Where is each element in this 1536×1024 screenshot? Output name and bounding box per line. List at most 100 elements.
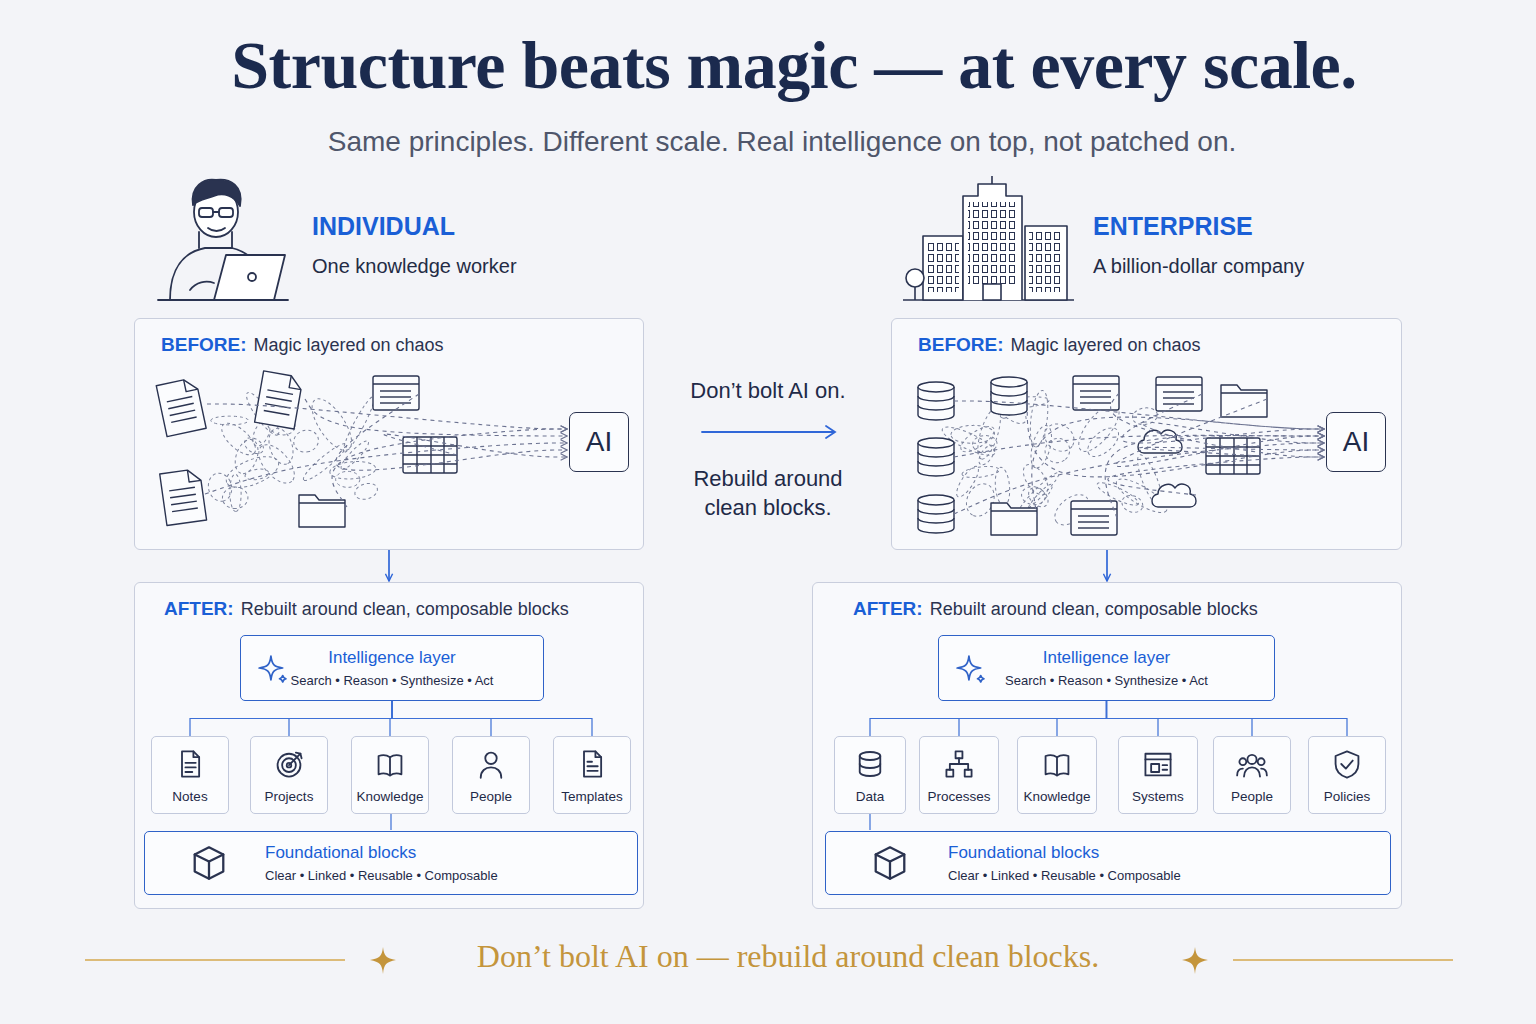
template-icon-part-part <box>587 765 597 767</box>
tree-connector <box>392 701 592 736</box>
source-icons-part-part <box>170 410 195 415</box>
chaos-scribble-part <box>340 394 378 454</box>
source-icons-part-part <box>1233 438 1234 474</box>
db-icon-part-part <box>860 764 881 768</box>
chaos-scribble-part <box>291 427 321 455</box>
block-label: People <box>470 789 512 804</box>
book-icon-part-part <box>379 755 402 775</box>
cube-icon <box>189 843 229 883</box>
source-icons-part-part <box>403 437 457 473</box>
source-icons-part-part <box>1219 438 1220 474</box>
source-icons-part <box>160 468 207 525</box>
chaos-scribble-part <box>957 422 998 457</box>
block-label: Knowledge <box>357 789 424 804</box>
cube-icon-part <box>195 847 224 878</box>
building-illustration-part <box>1025 226 1067 300</box>
sparkle-icon-part-part <box>259 656 283 680</box>
source-icons-part-part <box>264 411 290 416</box>
source-icons-part-part <box>403 454 457 455</box>
source-icons-part-part <box>380 390 411 391</box>
source-icons-part-part <box>1206 464 1260 465</box>
person-icon <box>475 748 507 780</box>
note-icon <box>174 748 206 780</box>
db-icon-part <box>860 752 881 776</box>
middle-note: Rebuild around clean blocks. <box>688 464 848 522</box>
source-icons-part-part <box>169 487 195 491</box>
block-label: Knowledge <box>1024 789 1091 804</box>
chaos-scribble-part <box>211 416 249 425</box>
block-label-row: Systems <box>1119 789 1197 804</box>
source-icons-part-part <box>172 508 198 512</box>
source-icons-part-part <box>1071 508 1117 509</box>
process-icon-part <box>946 751 971 776</box>
chaos-scribble-part <box>1040 418 1080 456</box>
sparkle-icon <box>955 653 985 683</box>
chaos-scribble-part <box>1040 434 1074 468</box>
person-illustration-part <box>193 180 241 206</box>
layer-qualities: Clear • Linked • Reusable • Composable <box>265 868 637 883</box>
stage-description: Magic layered on chaos <box>1011 335 1201 356</box>
diagram-title: Structure beats magic — at every scale. <box>0 26 1536 105</box>
source-icons-part <box>1156 377 1202 411</box>
tree-connector <box>390 701 392 736</box>
chaos-scribble-part <box>336 471 360 487</box>
sparkle-icon-part-part <box>957 656 981 680</box>
ai-box: AI <box>569 412 629 472</box>
source-icons-part-part <box>373 376 419 410</box>
panel-header: AFTER:Rebuilt around clean, composable b… <box>164 598 569 620</box>
middle-arrow-part <box>702 431 834 433</box>
chaos-scribble-part <box>1120 493 1146 516</box>
stage-panel: BEFORE:Magic layered on chaosAI <box>134 318 644 550</box>
foundation-band: Foundational blocksClear • Linked • Reus… <box>144 831 638 895</box>
chaos-scribble-part <box>222 487 248 509</box>
tree-connector <box>1107 701 1348 736</box>
stage-description: Rebuilt around clean, composable blocks <box>930 599 1258 620</box>
chaos-scribble-part <box>231 436 262 476</box>
source-icons-part <box>255 371 303 429</box>
data-flow-lines-part <box>332 429 567 507</box>
person-illustration-part <box>219 208 233 217</box>
block-label: Processes <box>927 789 990 804</box>
stage-panel: AFTER:Rebuilt around clean, composable b… <box>812 582 1402 909</box>
subtitle: Same principles. Different scale. Real i… <box>0 126 1536 158</box>
stage-panel: AFTER:Rebuilt around clean, composable b… <box>134 582 644 909</box>
person-illustration-part <box>199 208 213 217</box>
intelligence-layer: Intelligence layerSearch • Reason • Synt… <box>938 635 1275 701</box>
sparkle-icon-part-part <box>280 676 286 682</box>
chaos-scribble-part <box>222 450 283 494</box>
chaos-scribble-part <box>1028 389 1051 447</box>
source-icons-part-part <box>918 438 954 448</box>
note-icon-part-part <box>182 751 199 776</box>
tree-connector <box>959 701 1107 736</box>
source-icons-part-part <box>1078 515 1109 516</box>
building-block: Knowledge <box>1017 736 1097 814</box>
block-label-row: Processes <box>920 789 998 804</box>
stage-description: Rebuilt around clean, composable blocks <box>241 599 569 620</box>
source-icons-part-part <box>187 468 201 482</box>
panel-header: AFTER:Rebuilt around clean, composable b… <box>853 598 1258 620</box>
stage-panel: BEFORE:Magic layered on chaosAI <box>891 318 1402 550</box>
chaos-scribble-part <box>1025 484 1052 511</box>
person-icon-part-part <box>481 767 502 777</box>
process-icon-part-part <box>950 764 968 770</box>
source-icons-part-part <box>184 377 198 391</box>
data-flow-lines-part <box>1105 436 1324 518</box>
process-icon-part-part <box>956 751 963 758</box>
data-flow-lines-part <box>1111 393 1324 457</box>
sparkle-icon-part <box>957 656 984 682</box>
data-flow-lines <box>205 394 567 507</box>
layer-title: Intelligence layer <box>1043 648 1171 668</box>
tree-connector <box>870 701 1107 736</box>
target-icon-part-part <box>278 754 301 777</box>
people-icon <box>1236 748 1268 780</box>
layer-title: Foundational blocks <box>948 843 1390 863</box>
building-block: Projects <box>250 736 328 814</box>
person-illustration <box>158 180 288 300</box>
building-illustration-part <box>991 176 993 184</box>
source-icons-part <box>1071 501 1117 535</box>
ai-label: AI <box>1343 426 1369 458</box>
template-icon <box>576 748 608 780</box>
note-icon-part-part <box>185 771 192 773</box>
people-icon-part <box>1237 755 1267 777</box>
systems-icon <box>1142 748 1174 780</box>
